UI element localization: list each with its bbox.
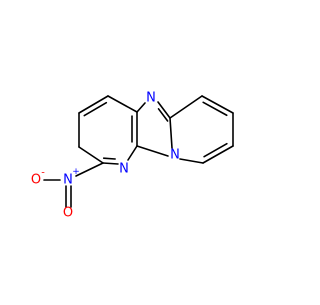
bond-c1-c2 <box>78 95 109 114</box>
atom-label-o-bottom: O <box>63 206 73 221</box>
atom-label-n-bridge: N <box>170 148 180 163</box>
bond-r2-inner <box>202 101 228 117</box>
atom-label-n-imine: N <box>146 91 156 106</box>
bond-c4-n <box>127 145 138 161</box>
bond-r1 <box>169 95 203 119</box>
atom-label-layer: N N N N + O - O <box>31 91 180 221</box>
structure-canvas: N N N N + O - O <box>31 91 234 221</box>
molecule-structure: N N N N + O - O <box>31 91 234 221</box>
atom-label-o-left: O <box>31 173 41 188</box>
bond-layer <box>43 95 234 208</box>
bond-n-c5 <box>102 162 119 165</box>
bond-r5 <box>179 158 204 164</box>
bond-n-c5-inner <box>102 157 116 160</box>
charge-o-left: - <box>41 168 45 179</box>
bond-c2-c3 <box>107 95 138 113</box>
atom-label-n-nitro: N <box>63 173 73 188</box>
bond-nimine-c <box>157 101 171 119</box>
bond-r4 <box>202 145 234 164</box>
bond-c5-c6 <box>78 146 104 164</box>
charge-n-nitro: + <box>72 167 80 177</box>
bond-c-nnitro <box>75 162 104 177</box>
bond-r4-inner <box>203 142 228 158</box>
atom-label-n-pyridine: N <box>119 162 129 177</box>
bond-nbridge-c4 <box>136 145 169 157</box>
bond-c3-nimine <box>136 102 146 113</box>
bond-c-nbridge <box>169 117 173 149</box>
bond-c1-c2-inner <box>83 101 108 117</box>
bond-r2 <box>201 95 234 114</box>
bond-nimine-c-inner <box>157 108 169 122</box>
